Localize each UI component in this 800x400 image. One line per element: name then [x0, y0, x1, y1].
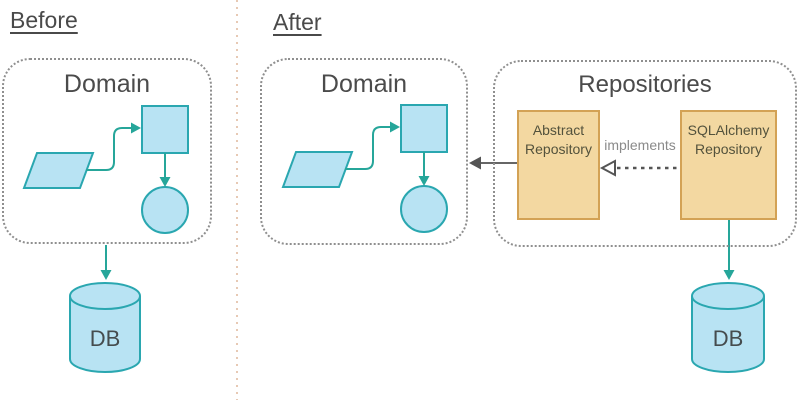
repositories-box: Repositories	[493, 60, 797, 247]
before-db-label: DB	[89, 326, 121, 351]
before-domain-to-db-arrowhead	[100, 270, 112, 280]
after-flow-arrowhead-1	[390, 121, 400, 133]
before-after-separator	[236, 0, 238, 400]
before-domain-box: Domain	[2, 58, 212, 244]
after-db-cylinder-top	[691, 282, 765, 310]
after-label: After	[273, 9, 322, 35]
repositories-title: Repositories	[578, 71, 712, 98]
sqlalchemy-repository-node: SQLAlchemy Repository	[680, 110, 777, 220]
after-square-shape	[400, 104, 448, 153]
after-flow-arrow-parallelogram-to-square	[345, 126, 391, 170]
after-domain-box: Domain	[260, 58, 468, 245]
after-parallelogram-shape	[281, 151, 354, 188]
sqlalchemy-repository-label: SQLAlchemy Repository	[687, 122, 770, 157]
before-label: Before	[10, 7, 78, 33]
before-square-shape	[141, 105, 189, 154]
abstract-repo-to-domain-arrowhead	[469, 156, 481, 170]
abstract-repository-node: Abstract Repository	[517, 110, 600, 220]
implements-open-arrowhead	[599, 159, 616, 177]
after-domain-title: Domain	[320, 70, 408, 98]
before-parallelogram-shape	[22, 152, 95, 189]
before-db-cylinder-top	[69, 282, 141, 310]
abstract-repository-label: Abstract Repository	[525, 122, 592, 157]
before-flow-arrowhead-1	[131, 122, 141, 134]
after-flow-arrowhead-2	[418, 176, 430, 186]
before-domain-title: Domain	[63, 70, 151, 98]
before-flow-arrowhead-2	[159, 177, 171, 187]
after-db-label: DB	[712, 326, 744, 351]
sqlalchemy-repo-to-db-arrowhead	[723, 270, 735, 280]
implements-label: implements	[604, 137, 676, 153]
before-flow-arrow-parallelogram-to-square	[86, 127, 132, 171]
